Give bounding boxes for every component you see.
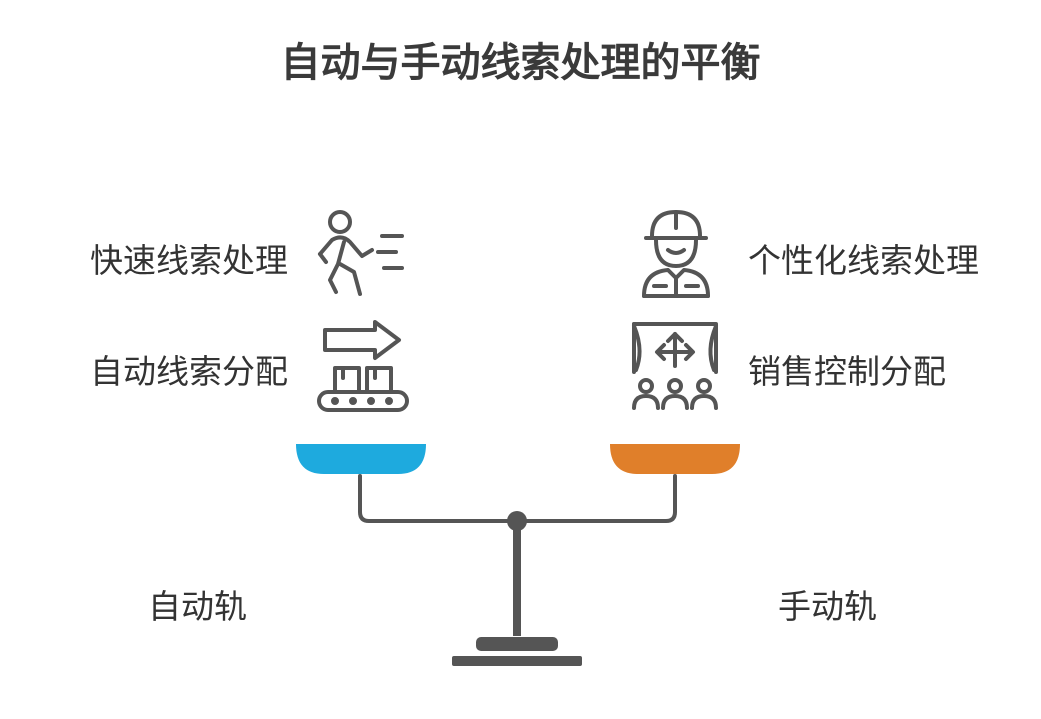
worker-helmet-icon [642,210,710,298]
label-fast-lead-processing: 快速线索处理 [90,241,288,280]
audience-stage-icon [632,322,718,410]
right-pan [610,444,740,474]
running-person-icon [318,210,404,296]
scale-base-top [476,637,558,651]
left-pan [296,444,426,474]
label-manual-track: 手动轨 [778,587,877,626]
scale-base-bottom [452,656,582,666]
conveyor-belt-icon [317,320,409,412]
scale-pivot [507,511,527,531]
label-auto-lead-assignment: 自动线索分配 [90,352,288,391]
label-personalized-lead-processing: 个性化线索处理 [748,241,979,280]
label-sales-controlled-assignment: 销售控制分配 [748,352,946,391]
label-auto-track: 自动轨 [148,587,247,626]
page-title: 自动与手动线索处理的平衡 [280,40,761,86]
